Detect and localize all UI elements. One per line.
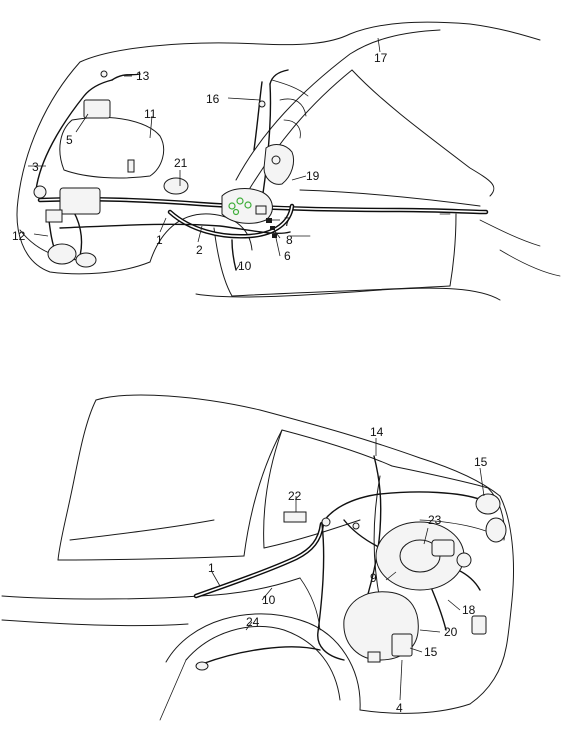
- fuse-box: [59, 187, 101, 215]
- callout-16: 16: [206, 92, 220, 106]
- callout-19: 19: [306, 169, 320, 183]
- callout-22: 22: [288, 489, 302, 503]
- callout-2: 2: [196, 243, 203, 257]
- top-view-components: [33, 70, 309, 268]
- top-view-front: [16, 21, 561, 301]
- rear-body-outline: [95, 394, 501, 497]
- side-marker: [195, 661, 209, 671]
- green-connector-1: [228, 202, 236, 210]
- callout-18: 18: [462, 603, 476, 617]
- callout-4: 4: [396, 701, 403, 715]
- callout-20: 20: [444, 625, 458, 639]
- horn-relay: [45, 209, 63, 223]
- ignition-switch: [255, 205, 267, 215]
- alternator: [431, 539, 455, 557]
- callout-23: 23: [428, 513, 442, 527]
- engine-lid-switch: [352, 522, 360, 530]
- green-connector-2: [236, 197, 244, 205]
- coil: [456, 552, 472, 568]
- horn-2: [75, 252, 97, 268]
- green-connector-3: [244, 201, 252, 209]
- callout-15-bottom: 15: [424, 645, 438, 659]
- wiper-motor: [163, 177, 189, 195]
- callout-3: 3: [32, 160, 39, 174]
- bottom-view-rear: [1, 394, 514, 721]
- pillar-connector: [271, 155, 281, 165]
- callout-11: 11: [144, 107, 157, 121]
- callout-7: 7: [284, 215, 291, 229]
- callout-8: 8: [286, 233, 293, 247]
- license-light: [471, 615, 487, 635]
- callout-13: 13: [136, 69, 150, 83]
- door-pillar-panel: [263, 144, 295, 185]
- callout-14: 14: [370, 425, 384, 439]
- callout-12: 12: [12, 229, 26, 243]
- headlight-connector: [33, 185, 47, 199]
- callout-9: 9: [370, 571, 377, 585]
- top-view-leaders: [28, 37, 381, 271]
- horn: [47, 243, 77, 265]
- callout-1: 1: [156, 233, 163, 247]
- rear-light-left: [475, 493, 501, 515]
- front-lead: [100, 70, 108, 78]
- hood-light: [127, 159, 135, 173]
- rear-light-lower: [485, 517, 507, 543]
- switch-7: [266, 218, 272, 223]
- green-connector-4: [232, 208, 240, 216]
- junction-grommet: [321, 517, 331, 527]
- dome-light-lead: [258, 100, 266, 108]
- callout-1-rear: 1: [208, 561, 215, 575]
- callout-6: 6: [284, 249, 291, 263]
- bottom-view-leaders: [211, 438, 485, 701]
- callout-10: 10: [238, 259, 252, 273]
- front-body-outline: [17, 21, 541, 201]
- switch-8: [270, 226, 275, 230]
- bottom-view-callouts: 14 15 23 9 18 20 15 4 22 1 10 24: [208, 425, 488, 715]
- starter-connector: [367, 651, 381, 663]
- callout-10-rear: 10: [262, 593, 276, 607]
- callout-24: 24: [246, 615, 260, 629]
- bottom-view-components: [195, 493, 507, 671]
- callout-5: 5: [66, 133, 73, 147]
- callout-21: 21: [174, 156, 188, 170]
- callout-17: 17: [374, 51, 388, 65]
- switch-6: [272, 234, 277, 238]
- washer-reservoir: [83, 99, 111, 119]
- voltage-regulator: [391, 633, 413, 657]
- callout-15-top: 15: [474, 455, 488, 469]
- cable-bracket: [283, 511, 307, 523]
- top-view-callouts: 13 5 11 3 21 16 17 19 1 2 7 8 6 10 12: [12, 51, 388, 273]
